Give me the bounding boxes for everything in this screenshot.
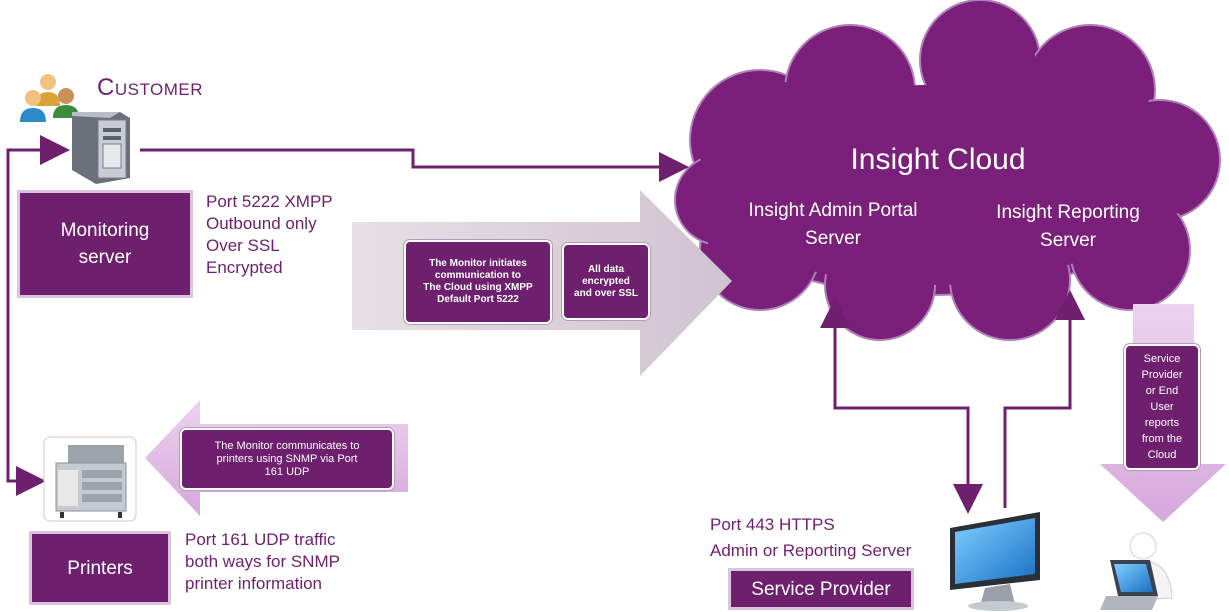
xmpp-port-note: Port 5222 XMPP Outbound only Over SSL En… — [206, 192, 333, 277]
service-provider-box: Service Provider — [728, 568, 914, 610]
customer-people-icon — [20, 74, 79, 122]
laptop-user-icon — [1100, 532, 1173, 610]
service-provider-label: Service Provider — [751, 578, 891, 600]
left-bus-line-top — [6, 135, 70, 300]
reporting-link — [1003, 290, 1085, 508]
monitoring-server-box: Monitoring server — [17, 190, 193, 298]
monitor-initiates-callout: The Monitor initiates communication to T… — [404, 240, 552, 324]
insight-reporting-server-label: Insight Reporting Server — [996, 202, 1140, 251]
insight-admin-portal-server-label: Insight Admin Portal Server — [748, 200, 918, 249]
monitoring-server-label: Monitoring server — [60, 220, 150, 268]
printers-label: Printers — [67, 557, 133, 579]
printers-box: Printers — [29, 531, 171, 605]
customer-title: Customer — [97, 74, 204, 101]
server-tower-icon — [72, 112, 130, 184]
printer-snmp-callout: The Monitor communicates to printers usi… — [180, 428, 394, 490]
computer-monitor-icon — [950, 512, 1040, 611]
all-data-encrypted-callout: All data encrypted and over SSL — [562, 243, 650, 320]
monitor-to-cloud-line — [140, 148, 689, 182]
printer-icon — [43, 436, 137, 522]
https-port-note: Port 443 HTTPS Admin or Reporting Server — [710, 515, 912, 560]
left-bus-line-bottom — [6, 300, 46, 496]
insight-cloud-shape — [674, 0, 1221, 341]
snmp-port-note: Port 161 UDP traffic both ways for SNMP … — [185, 530, 340, 593]
insight-cloud-title: Insight Cloud — [850, 143, 1026, 176]
admin-portal-link — [833, 300, 983, 514]
end-user-reports-callout: Service Provider or End User reports fro… — [1124, 344, 1200, 470]
